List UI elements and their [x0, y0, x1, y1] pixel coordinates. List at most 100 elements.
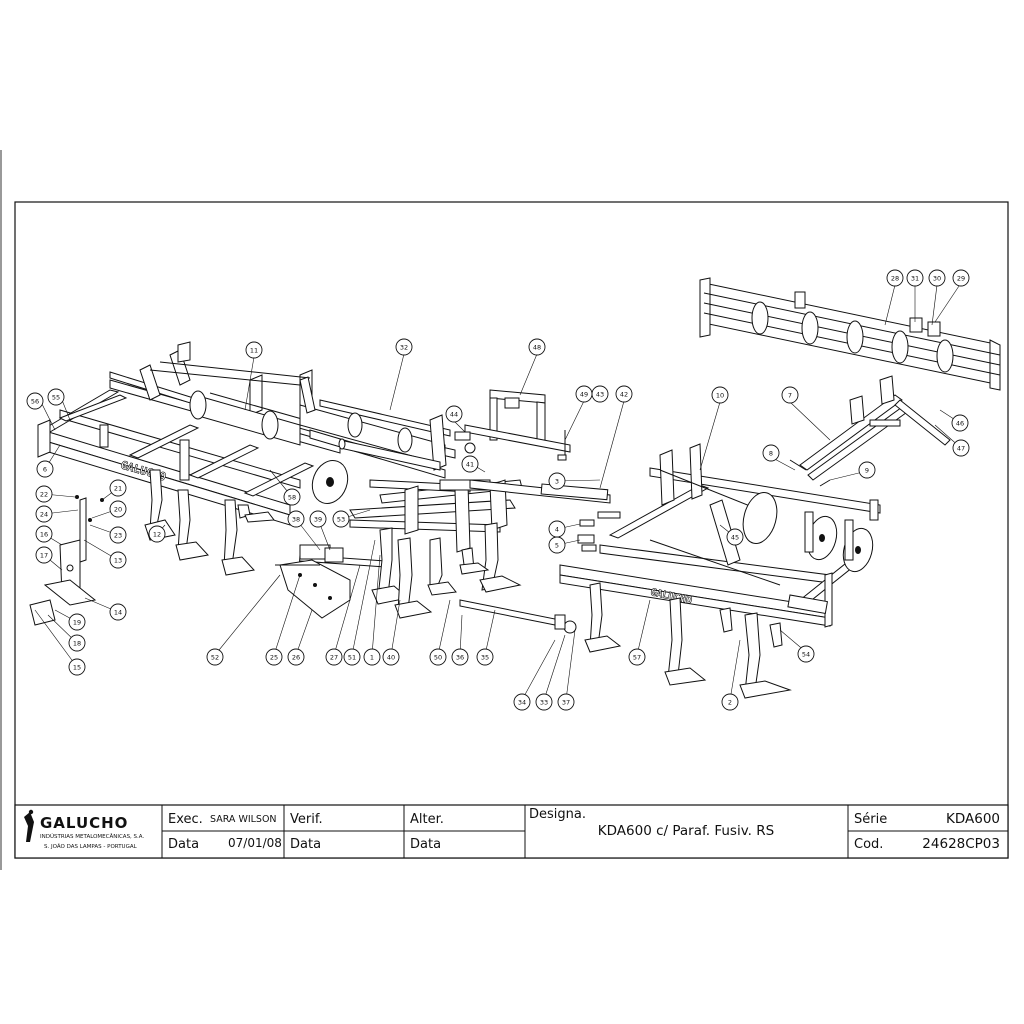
callout-number: 30	[933, 275, 941, 283]
callout-balloon-10: 10	[711, 386, 729, 404]
rear-roller	[699, 277, 1001, 391]
callout-number: 24	[40, 511, 48, 519]
bracket-plate	[275, 544, 351, 619]
callout-number: 36	[456, 654, 464, 662]
callout-number: 6	[43, 466, 47, 474]
callout-balloon-50: 50	[429, 648, 447, 666]
callout-leaders	[34, 282, 962, 701]
callout-balloon-52: 52	[206, 648, 224, 666]
callout-number: 14	[114, 609, 122, 617]
callout-number: 17	[40, 552, 48, 560]
callout-number: 8	[769, 450, 773, 458]
callout-balloon-41: 41	[461, 455, 479, 473]
part-callouts: 1234567891011121314151617181920212223242…	[26, 269, 970, 711]
callout-number: 52	[211, 654, 219, 662]
callout-number: 2	[728, 699, 732, 707]
logo-company-sub1: INDÚSTRIAS METALOMECÂNICAS, S.A.	[40, 833, 144, 840]
callout-circle	[363, 648, 381, 666]
callout-balloon-6: 6	[36, 460, 54, 478]
callout-balloon-13: 13	[109, 551, 127, 569]
callout-circle	[451, 648, 469, 666]
callout-circle	[47, 388, 65, 406]
callout-balloon-20: 20	[109, 500, 127, 518]
alter-label: Alter.	[410, 812, 444, 827]
callout-number: 7	[788, 392, 792, 400]
callout-balloon-17: 17	[35, 546, 53, 564]
callout-number: 4	[555, 526, 559, 534]
callout-number: 49	[580, 391, 588, 399]
callout-circle	[575, 385, 593, 403]
callout-circle	[726, 528, 744, 546]
callout-circle	[109, 551, 127, 569]
callout-balloon-57: 57	[628, 648, 646, 666]
callout-balloon-9: 9	[858, 461, 876, 479]
callout-balloon-55: 55	[47, 388, 65, 406]
exec-label: Exec.	[168, 812, 203, 827]
callout-balloon-7: 7	[781, 386, 799, 404]
callout-number: 40	[387, 654, 395, 662]
callout-balloon-58: 58	[283, 488, 301, 506]
callout-circle	[797, 645, 815, 663]
data-exec-label: Data	[168, 837, 199, 852]
callout-circle	[109, 526, 127, 544]
hitch-bracket	[454, 389, 571, 454]
callout-number: 38	[292, 516, 300, 524]
callout-circle	[35, 505, 53, 523]
cod-label: Cod.	[854, 837, 883, 852]
callout-number: 25	[270, 654, 278, 662]
callout-circle	[283, 488, 301, 506]
callout-circle	[109, 479, 127, 497]
callout-circle	[476, 648, 494, 666]
callout-balloon-51: 51	[343, 648, 361, 666]
callout-balloon-46: 46	[951, 414, 969, 432]
callout-number: 21	[114, 485, 122, 493]
callout-circle	[35, 546, 53, 564]
callout-circle	[548, 536, 566, 554]
callout-number: 16	[40, 531, 48, 539]
callout-circle	[928, 269, 946, 287]
callout-circle	[711, 386, 729, 404]
callout-number: 31	[911, 275, 919, 283]
callout-circle	[343, 648, 361, 666]
callout-balloon-36: 36	[451, 648, 469, 666]
callout-number: 22	[40, 491, 48, 499]
callout-number: 26	[292, 654, 300, 662]
callout-number: 58	[288, 494, 296, 502]
callout-number: 23	[114, 532, 122, 540]
callout-balloon-23: 23	[109, 526, 127, 544]
serie-label: Série	[854, 812, 887, 827]
callout-circle	[35, 485, 53, 503]
callout-circle	[951, 414, 969, 432]
callout-number: 19	[73, 619, 81, 627]
callout-balloon-2: 2	[721, 693, 739, 711]
callout-balloon-28: 28	[886, 269, 904, 287]
small-parts	[557, 430, 621, 552]
callout-circle	[548, 472, 566, 490]
callout-circle	[148, 525, 166, 543]
callout-circle	[762, 444, 780, 462]
callout-number: 57	[633, 654, 641, 662]
callout-number: 47	[957, 445, 965, 453]
callout-balloon-48: 48	[528, 338, 546, 356]
callout-circle	[886, 269, 904, 287]
callout-balloon-39: 39	[309, 510, 327, 528]
callout-number: 9	[865, 467, 869, 475]
callout-number: 18	[73, 640, 81, 648]
callout-circle	[265, 648, 283, 666]
callout-number: 27	[330, 654, 338, 662]
callout-balloon-19: 19	[68, 613, 86, 631]
callout-number: 39	[314, 516, 322, 524]
callout-balloon-12: 12	[148, 525, 166, 543]
callout-balloon-40: 40	[382, 648, 400, 666]
callout-number: 45	[731, 534, 739, 542]
exploded-view-illustration: GALUCHO	[29, 277, 1001, 699]
callout-circle	[245, 341, 263, 359]
callout-balloon-18: 18	[68, 634, 86, 652]
callout-circle	[781, 386, 799, 404]
callout-number: 13	[114, 557, 122, 565]
callout-circle	[395, 338, 413, 356]
callout-balloon-45: 45	[726, 528, 744, 546]
callout-number: 1	[370, 654, 374, 662]
callout-number: 56	[31, 398, 39, 406]
callout-balloon-31: 31	[906, 269, 924, 287]
